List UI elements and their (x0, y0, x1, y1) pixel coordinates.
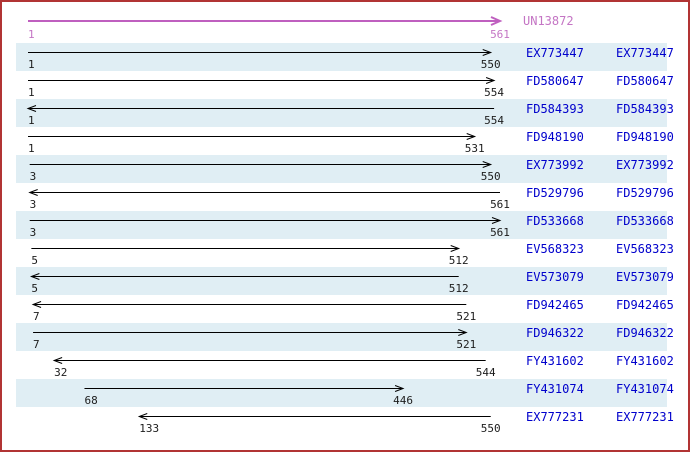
accession-link[interactable]: EV568323 (526, 242, 584, 256)
arrow-right-icon (33, 329, 468, 336)
start-coordinate: 7 (33, 338, 40, 351)
arrow-left-icon (29, 273, 459, 280)
accession-link[interactable]: EX777231 (526, 410, 584, 424)
start-coordinate: 68 (84, 394, 98, 407)
row-highlight-band (16, 43, 667, 71)
start-coordinate: 1 (28, 114, 35, 127)
end-coordinate: 521 (456, 310, 477, 323)
accession-link-secondary[interactable]: EV573079 (616, 270, 674, 284)
alignment-row: 3 550 EX773992 EX773992 (2, 155, 688, 183)
arrow-left-icon (31, 301, 467, 308)
arrow-right-icon (28, 16, 503, 26)
arrow-right-icon (31, 245, 461, 252)
end-coordinate: 446 (393, 394, 413, 407)
accession-link-secondary[interactable]: FD533668 (616, 214, 674, 228)
alignment-row: 1 554 FD584393 FD584393 (2, 99, 688, 127)
arrow-left-icon (52, 357, 486, 364)
start-coordinate: 5 (31, 282, 38, 295)
alignment-row: 3 561 FD529796 FD529796 (2, 183, 688, 211)
unigene-label: UN13872 (523, 14, 574, 28)
alignment-row: 5 512 EV568323 EV568323 (2, 239, 688, 267)
accession-link[interactable]: EX773992 (526, 158, 584, 172)
accession-link-secondary[interactable]: FD942465 (616, 298, 674, 312)
arrow-right-icon (28, 49, 493, 56)
alignment-row: 7 521 FD946322 FD946322 (2, 323, 688, 351)
alignment-row: 3 561 FD533668 FD533668 (2, 211, 688, 239)
row-highlight-band (16, 155, 667, 183)
accession-link[interactable]: EV573079 (526, 270, 584, 284)
start-coordinate: 1 (28, 28, 35, 41)
accession-link[interactable]: FY431602 (526, 354, 584, 368)
alignment-row: 32 544 FY431602 FY431602 (2, 351, 688, 379)
arrow-left-icon (26, 105, 495, 112)
row-highlight-band (16, 323, 667, 351)
end-coordinate: 561 (490, 226, 510, 239)
arrow-left-icon (28, 189, 500, 196)
alignment-row: 133 550 EX777231 EX777231 (2, 407, 688, 435)
start-coordinate: 1 (28, 142, 35, 155)
accession-link-secondary[interactable]: FD946322 (616, 326, 674, 340)
end-coordinate: 561 (490, 198, 510, 211)
accession-link-secondary[interactable]: EV568323 (616, 242, 674, 256)
end-coordinate: 561 (490, 28, 510, 41)
arrow-left-icon (137, 413, 491, 420)
alignment-row: 1 554 FD580647 FD580647 (2, 71, 688, 99)
accession-link[interactable]: FD529796 (526, 186, 584, 200)
end-coordinate: 531 (464, 142, 485, 155)
alignment-row: 68 446 FY431074 FY431074 (2, 379, 688, 407)
end-coordinate: 550 (480, 58, 501, 71)
accession-link[interactable]: FY431074 (526, 382, 584, 396)
start-coordinate: 3 (29, 226, 37, 239)
start-coordinate: 32 (54, 366, 68, 379)
accession-link-secondary[interactable]: EX773447 (616, 46, 674, 60)
end-coordinate: 550 (480, 422, 501, 435)
accession-link-secondary[interactable]: EX773992 (616, 158, 674, 172)
row-highlight-band (16, 379, 667, 407)
accession-link[interactable]: FD948190 (526, 130, 584, 144)
alignment-row: 1 550 EX773447 EX773447 (2, 43, 688, 71)
end-coordinate: 544 (475, 366, 496, 379)
accession-link-secondary[interactable]: FD529796 (616, 186, 674, 200)
accession-link[interactable]: FD580647 (526, 74, 584, 88)
accession-link[interactable]: EX773447 (526, 46, 584, 60)
accession-link-secondary[interactable]: FD584393 (616, 102, 674, 116)
accession-link-secondary[interactable]: EX777231 (616, 410, 674, 424)
end-coordinate: 512 (448, 254, 469, 267)
accession-link-secondary[interactable]: FY431074 (616, 382, 674, 396)
row-highlight-band (16, 211, 667, 239)
accession-link-secondary[interactable]: FD948190 (616, 130, 674, 144)
accession-link-secondary[interactable]: FD580647 (616, 74, 674, 88)
accession-link[interactable]: FD533668 (526, 214, 584, 228)
arrow-right-icon (28, 77, 496, 84)
alignment-row: 1 531 FD948190 FD948190 (2, 127, 688, 155)
start-coordinate: 1 (28, 86, 35, 99)
start-coordinate: 7 (33, 310, 40, 323)
arrow-right-icon (29, 161, 493, 168)
accession-link[interactable]: FD946322 (526, 326, 584, 340)
alignment-row: 5 512 EV573079 EV573079 (2, 267, 688, 295)
end-coordinate: 554 (484, 114, 505, 127)
start-coordinate: 1 (28, 58, 35, 71)
unigene-row: 1 561 UN13872 (2, 14, 688, 42)
start-coordinate: 3 (29, 198, 37, 211)
accession-link[interactable]: FD584393 (526, 102, 584, 116)
accession-link[interactable]: FD942465 (526, 298, 584, 312)
end-coordinate: 521 (456, 338, 477, 351)
accession-link-secondary[interactable]: FY431602 (616, 354, 674, 368)
start-coordinate: 133 (139, 422, 160, 435)
start-coordinate: 3 (29, 170, 37, 183)
row-highlight-band (16, 267, 667, 295)
end-coordinate: 554 (484, 86, 505, 99)
end-coordinate: 550 (480, 170, 501, 183)
alignment-row: 7 521 FD942465 FD942465 (2, 295, 688, 323)
start-coordinate: 5 (31, 254, 38, 267)
end-coordinate: 512 (448, 282, 469, 295)
arrow-right-icon (84, 385, 405, 392)
row-highlight-band (16, 99, 667, 127)
arrow-right-icon (28, 133, 477, 140)
arrow-right-icon (29, 217, 502, 224)
